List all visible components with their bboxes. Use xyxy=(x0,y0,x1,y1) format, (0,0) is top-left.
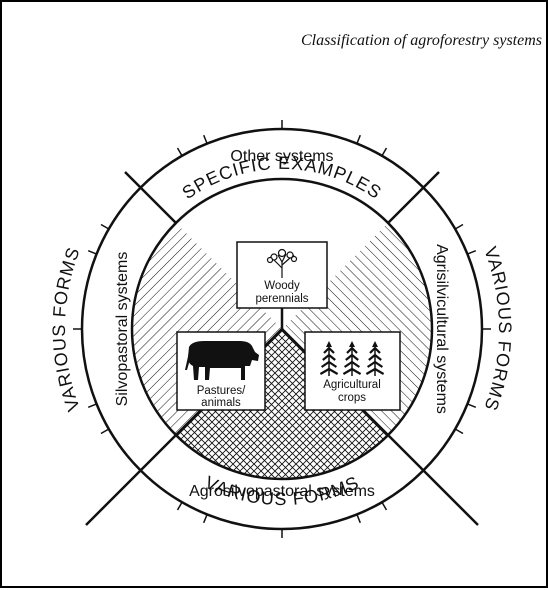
woody-label-line2: perennials xyxy=(255,293,308,305)
divider-top-left xyxy=(124,171,177,224)
tick-mark xyxy=(381,147,388,157)
agrosilvopastoral-crosshatch xyxy=(132,329,432,479)
crops-label-line1: Agricultural xyxy=(323,379,381,391)
pastures-animals-box: Pastures/ animals xyxy=(176,331,266,411)
tick-mark xyxy=(87,403,97,408)
ring-label-top: Other systems xyxy=(230,148,333,165)
silvopastoral-hatch xyxy=(132,179,282,479)
ring-label-left: Silvopastoral systems xyxy=(114,252,131,407)
tick-mark xyxy=(467,250,477,255)
tree-icon xyxy=(266,248,298,278)
figure-caption: Classification of agroforestry systems xyxy=(300,32,542,49)
ring-label-right: Agrisilvicultural systems xyxy=(433,244,450,414)
tick-mark xyxy=(176,147,183,157)
tick-mark xyxy=(100,428,110,435)
tick-mark xyxy=(381,501,388,511)
woody-perennials-box: Woody perennials xyxy=(236,241,328,309)
tick-marks xyxy=(73,120,491,538)
divider-top-right xyxy=(387,171,440,224)
tick-mark xyxy=(356,134,361,144)
crops-icon xyxy=(319,341,385,376)
pastures-label-line2: animals xyxy=(201,397,241,409)
crops-label-line2: crops xyxy=(338,392,366,404)
agricultural-crops-box: Agricultural crops xyxy=(304,331,401,411)
ring-label-bottom: Agrosilvopastoral systems xyxy=(189,483,375,500)
tick-mark xyxy=(356,514,361,524)
pastures-label-line1: Pastures/ xyxy=(197,385,246,397)
inner-circle xyxy=(130,177,434,481)
tick-mark xyxy=(87,250,97,255)
tick-mark xyxy=(100,223,110,230)
tick-mark xyxy=(176,501,183,511)
tick-mark xyxy=(454,428,464,435)
tick-mark xyxy=(454,223,464,230)
woody-label-line1: Woody xyxy=(264,280,300,292)
cow-icon xyxy=(185,341,259,380)
tick-mark xyxy=(203,514,208,524)
tick-mark xyxy=(203,134,208,144)
tick-mark xyxy=(467,403,477,408)
